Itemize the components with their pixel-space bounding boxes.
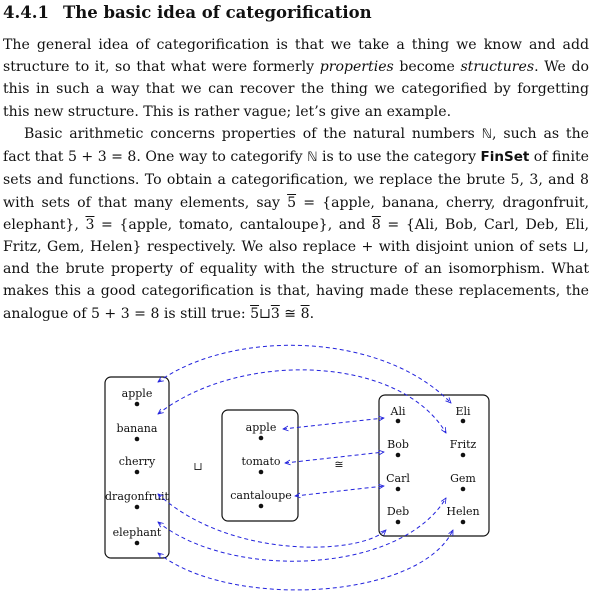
set8-label-deb: Deb [387,505,409,518]
set8-label-carl: Carl [386,472,410,485]
finset-term: FinSet [480,149,530,166]
set8-dot-eli [460,418,466,424]
overline-eight: 8 [300,305,310,322]
text-run: = {apple, tomato, cantaloupe}, and [94,216,372,233]
text-run: is to use the category [317,149,481,166]
iso-arrow-cherry-deb [158,494,386,548]
set3-label-cantaloupe: cantaloupe [230,489,292,502]
text-run: . [309,305,315,322]
set8-dot-helen [460,519,466,525]
set8-dot-deb [395,519,401,525]
iso-arrow-apple-eli [158,344,451,403]
text-run: of finite sets and functions. To obtain … [3,149,589,211]
naturals-symbol: ℕ [481,127,493,142]
overline-eight: 8 [371,216,381,233]
set5-label-elephant: elephant [113,526,162,539]
set8-label-bob: Bob [387,438,409,451]
set3-dot-cantaloupe [258,503,264,509]
set3-label-apple: apple [246,421,277,434]
section-heading: 4.4.1 The basic idea of categorification [3,3,372,22]
overline-three: 3 [270,305,280,322]
set5-dot-elephant [134,540,140,546]
text-run: = {apple, banana, cherry, dragonfruit, e… [3,194,589,233]
iso-arrow-cantaloupe-carl [295,486,384,496]
set5-label-banana: banana [117,422,158,435]
set5-label-dragonfruit: dragonfruit [105,490,170,503]
iso-symbol: ≅ [334,458,343,471]
iso-arrow-elephant-helen [158,530,454,591]
set8-label-ali: Ali [390,405,406,418]
text-run: become [393,59,461,76]
set5-label-cherry: cherry [119,455,156,468]
section-title: The basic idea of categorification [62,3,372,22]
text-run: The general idea of categorification is … [3,37,589,76]
set8-dot-ali [395,418,401,424]
text-run: = {Ali, Bob, Carl, Deb, Eli, Fritz, Gem,… [3,216,589,322]
iso-arrow-banana-fritz [158,369,446,433]
set8-label-helen: Helen [446,505,479,518]
set3-dot-apple [258,435,264,441]
union-symbol: ⊔ [193,460,202,473]
emphasis-properties: properties [319,59,394,76]
set8-label-eli: Eli [455,405,471,418]
paragraph-2: Basic arithmetic concerns properties of … [3,123,589,325]
set5-dot-banana [134,436,140,442]
text-run: . We do this in such a way that we can r… [3,59,589,120]
set5-dot-cherry [134,469,140,475]
set3-label-tomato: tomato [241,455,280,468]
text-run: , such as the fact that 5 + 3 = 8. One w… [3,126,590,166]
paragraph-1: The general idea of categorification is … [3,34,589,123]
set8-label-fritz: Fritz [450,438,477,451]
emphasis-structures: structures [460,59,535,76]
set-five-box [104,376,170,559]
set8-dot-carl [395,486,401,492]
text-run: Basic arithmetic concerns properties of … [24,126,482,142]
overline-five: 5 [250,305,260,322]
set8-dot-fritz [460,452,466,458]
set3-dot-tomato [258,469,264,475]
set5-dot-dragonfruit [134,504,140,510]
iso-symbol: ≅ [279,305,301,322]
set5-dot-apple [134,401,140,407]
set8-label-gem: Gem [450,472,476,485]
iso-arrow-tomato-bob [285,452,384,463]
set5-label-apple: apple [122,387,153,400]
set8-dot-gem [460,486,466,492]
overline-five: 5 [287,194,297,211]
section-number: 4.4.1 [3,3,49,22]
naturals-symbol: ℕ [307,150,318,166]
disjoint-union-symbol: ⊔ [259,305,271,322]
set8-dot-bob [395,452,401,458]
overline-three: 3 [85,216,95,233]
